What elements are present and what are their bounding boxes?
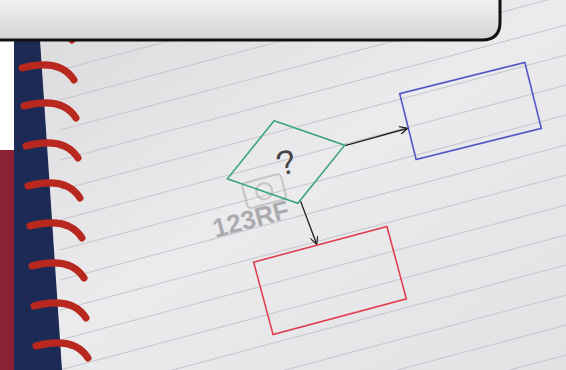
node-text: ? xyxy=(272,141,301,184)
process-box xyxy=(398,61,542,161)
watermark: 123RF xyxy=(209,194,292,244)
notebook-cover xyxy=(14,40,62,370)
arrow-connector xyxy=(301,201,317,244)
ruled-lines xyxy=(60,0,566,370)
outline-shape xyxy=(399,62,541,159)
side-panel xyxy=(0,40,14,150)
arrow-connector xyxy=(345,129,407,146)
box-outline xyxy=(252,225,407,336)
outline-shape xyxy=(254,226,407,334)
side-band xyxy=(0,150,14,370)
title-bar xyxy=(0,0,500,40)
box-outline xyxy=(398,61,542,161)
spiral-binding xyxy=(22,27,88,358)
process-box xyxy=(252,225,407,336)
